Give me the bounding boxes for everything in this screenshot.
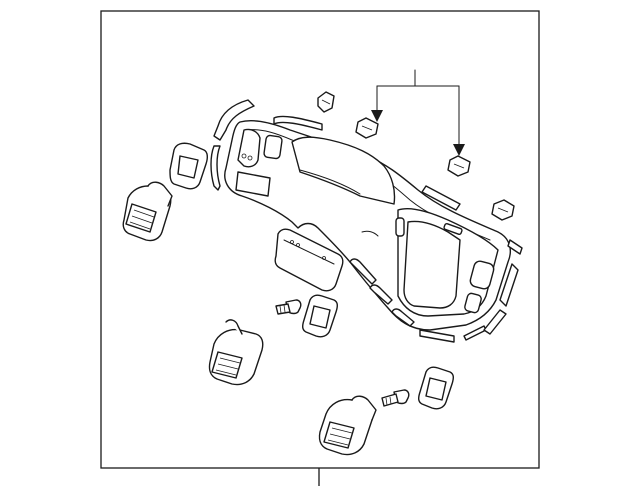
trim-strip-top xyxy=(213,99,323,141)
center-vent xyxy=(208,319,264,386)
screw-right xyxy=(381,389,410,407)
trim-strips-bottom xyxy=(349,258,487,343)
clip-far-right xyxy=(491,199,515,221)
screw-left xyxy=(275,299,302,315)
trim-strips-right xyxy=(421,185,523,335)
dashboard-panel xyxy=(224,120,511,331)
left-vent-bezel xyxy=(169,142,209,190)
left-side-trim xyxy=(210,145,221,191)
clip-top-center xyxy=(355,117,379,139)
vent-bezel-right xyxy=(417,366,455,410)
left-vent-outer xyxy=(122,181,173,242)
clip-top-left xyxy=(317,91,335,113)
clip-right xyxy=(447,155,471,177)
vent-bezel-center xyxy=(301,294,339,338)
right-vent xyxy=(318,395,377,456)
glove-box-door xyxy=(274,228,344,292)
callout-leader xyxy=(371,69,465,156)
diagram-frame xyxy=(100,10,540,486)
